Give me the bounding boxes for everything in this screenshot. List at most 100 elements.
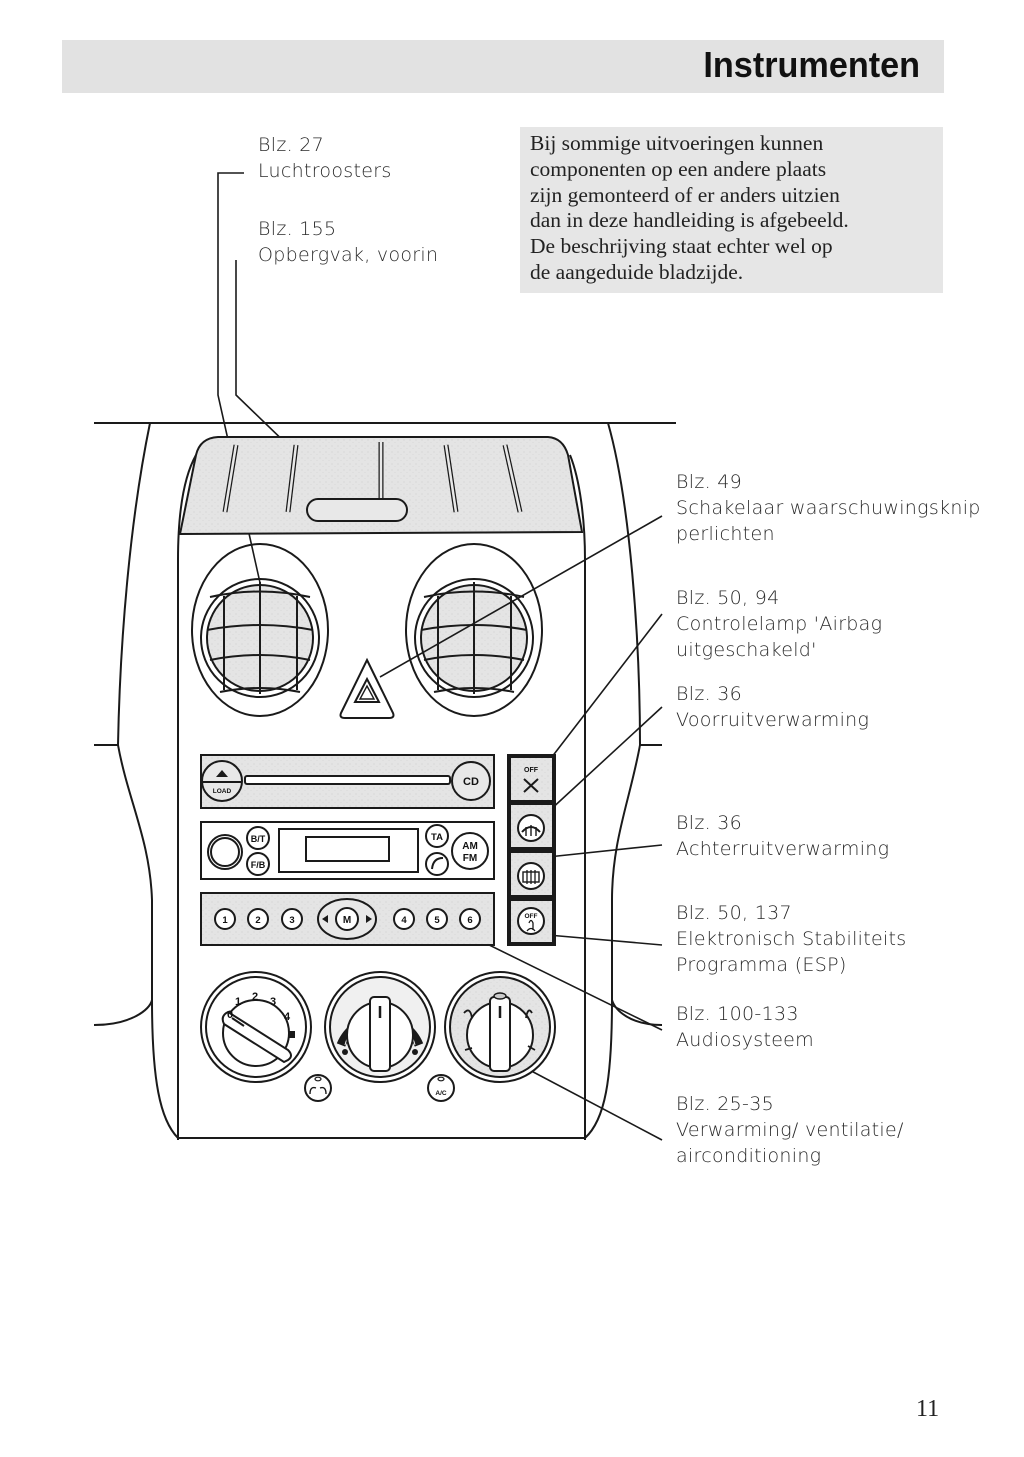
switch-column bbox=[507, 754, 556, 946]
seek-right-icon bbox=[366, 915, 372, 923]
ac-button[interactable] bbox=[427, 1074, 455, 1102]
callout-air-vents: Blz. 27 Luchtroosters bbox=[258, 132, 392, 184]
callout-page-ref: Blz. 36 bbox=[676, 683, 743, 705]
ta-button[interactable] bbox=[425, 824, 449, 848]
fan-speed-knob[interactable] bbox=[200, 971, 312, 1083]
preset-button[interactable] bbox=[459, 908, 481, 930]
am-fm-button[interactable] bbox=[451, 832, 489, 870]
preset-label: 3 bbox=[289, 915, 294, 926]
fb-label: F/B bbox=[251, 860, 266, 870]
rear-defrost-icon bbox=[526, 870, 536, 884]
note-line: dan in deze handleiding is afgebeeld. bbox=[530, 208, 849, 233]
callout-page-ref: Blz. 27 bbox=[258, 134, 325, 156]
air-distribution-knob[interactable] bbox=[444, 971, 556, 1083]
preset-label: 5 bbox=[434, 915, 440, 926]
fm-label: FM bbox=[463, 853, 477, 864]
callout-page-ref: Blz. 36 bbox=[676, 812, 743, 834]
preset-label: 4 bbox=[401, 915, 407, 926]
radio-tuner-unit bbox=[200, 821, 495, 880]
callout-label: Verwarming/ ventilatie/ bbox=[676, 1119, 904, 1141]
recirculation-icon bbox=[309, 1086, 327, 1095]
recirculation-button[interactable] bbox=[304, 1074, 332, 1102]
ta-label: TA bbox=[431, 832, 443, 843]
note-line: De beschrijving staat echter wel op bbox=[530, 234, 833, 259]
callout-label: Controlelamp 'Airbag bbox=[676, 613, 883, 635]
callout-audio: Blz. 100-133 Audiosysteem bbox=[676, 1001, 814, 1053]
fb-button[interactable] bbox=[246, 852, 270, 876]
fan-mark: 3 bbox=[270, 996, 276, 1008]
page-title: Instrumenten bbox=[703, 44, 920, 85]
esp-off-label: OFF bbox=[525, 913, 538, 920]
note-line: componenten op een andere plaats bbox=[530, 156, 827, 181]
bt-label: B/T bbox=[251, 834, 266, 844]
fan-mark: 1 bbox=[235, 996, 241, 1008]
dashboard-outline bbox=[93, 422, 676, 1140]
am-label: AM bbox=[462, 841, 478, 852]
front-defrost-icon bbox=[525, 825, 537, 836]
cd-slot bbox=[244, 775, 451, 785]
radio-display bbox=[305, 836, 390, 862]
temperature-knob[interactable] bbox=[324, 971, 436, 1083]
callout-label: Elektronisch Stabiliteits bbox=[676, 928, 907, 950]
note-line: Bij sommige uitvoeringen kunnen bbox=[530, 131, 824, 155]
callout-label: Achterruitverwarming bbox=[676, 838, 890, 860]
callout-glovebox: Blz. 155 Opbergvak, voorin bbox=[258, 216, 438, 268]
fan-mark: 0 bbox=[227, 1009, 233, 1021]
airbag-off-lamp bbox=[509, 756, 554, 802]
callout-page-ref: Blz. 50, 137 bbox=[676, 902, 792, 924]
esp-icon bbox=[526, 919, 536, 932]
eject-icon bbox=[216, 770, 228, 777]
right-air-vent bbox=[405, 543, 543, 717]
callout-label: airconditioning bbox=[676, 1145, 822, 1167]
note-line: de aangeduide bladzijde. bbox=[530, 259, 744, 284]
bt-button[interactable] bbox=[246, 826, 270, 850]
callout-label: Voorruitverwarming bbox=[676, 709, 870, 731]
callout-label: uitgeschakeld' bbox=[676, 639, 817, 661]
eject-load-button[interactable] bbox=[201, 760, 243, 802]
preset-button[interactable] bbox=[214, 908, 236, 930]
phone-icon bbox=[431, 857, 444, 870]
header-band: Instrumenten bbox=[62, 40, 944, 93]
ac-label: A/C bbox=[435, 1090, 447, 1097]
fan-mark: 2 bbox=[252, 991, 258, 1003]
preset-button[interactable] bbox=[281, 908, 303, 930]
diagram-labels: LOAD CD B/T F/B TA AM FM M 1 2 3 4 5 6 O… bbox=[213, 767, 539, 1097]
callout-front-defrost: Blz. 36 Voorruitverwarming bbox=[676, 681, 869, 733]
callout-climate: Blz. 25-35 Verwarming/ ventilatie/ airco… bbox=[676, 1091, 904, 1169]
preset-button[interactable] bbox=[393, 908, 415, 930]
callout-esp: Blz. 50, 137 Elektronisch Stabiliteits P… bbox=[676, 900, 907, 978]
hazard-warning-button[interactable] bbox=[339, 657, 395, 719]
cd-unit bbox=[200, 754, 495, 809]
airbag-off-label: OFF bbox=[524, 767, 539, 774]
callout-rear-defrost: Blz. 36 Achterruitverwarming bbox=[676, 810, 889, 862]
preset-label: 6 bbox=[467, 915, 472, 926]
callout-page-ref: Blz. 50, 94 bbox=[676, 587, 780, 609]
preset-button[interactable] bbox=[247, 908, 269, 930]
top-vent-panel bbox=[178, 436, 584, 536]
preset-unit bbox=[200, 892, 495, 946]
seek-left-icon bbox=[322, 915, 328, 923]
max-fan-icon bbox=[288, 1031, 295, 1038]
callout-label: Luchtroosters bbox=[258, 160, 392, 182]
callout-label: Programma (ESP) bbox=[676, 954, 847, 976]
callout-page-ref: Blz. 49 bbox=[676, 471, 743, 493]
note-text: Bij sommige uitvoeringen kunnen componen… bbox=[530, 131, 849, 286]
airbag-off-icon bbox=[523, 778, 539, 793]
air-mode-icons bbox=[463, 1009, 536, 1051]
note-box: Bij sommige uitvoeringen kunnen componen… bbox=[520, 127, 943, 293]
note-line: zijn gemonteerd of er anders uitzien bbox=[530, 182, 840, 207]
m-button[interactable] bbox=[335, 907, 359, 931]
callout-label: perlichten bbox=[676, 523, 775, 545]
callout-label: Opbergvak, voorin bbox=[258, 244, 439, 266]
volume-knob[interactable] bbox=[207, 834, 243, 870]
leader-lines-right bbox=[379, 515, 663, 1141]
phone-button[interactable] bbox=[425, 852, 449, 876]
cd-label: CD bbox=[463, 776, 479, 788]
page-number: 11 bbox=[916, 1396, 940, 1422]
preset-button[interactable] bbox=[426, 908, 448, 930]
m-label: M bbox=[343, 915, 351, 926]
preset-label: 1 bbox=[222, 915, 228, 926]
preset-label: 2 bbox=[255, 915, 260, 926]
cd-button[interactable] bbox=[451, 761, 491, 801]
